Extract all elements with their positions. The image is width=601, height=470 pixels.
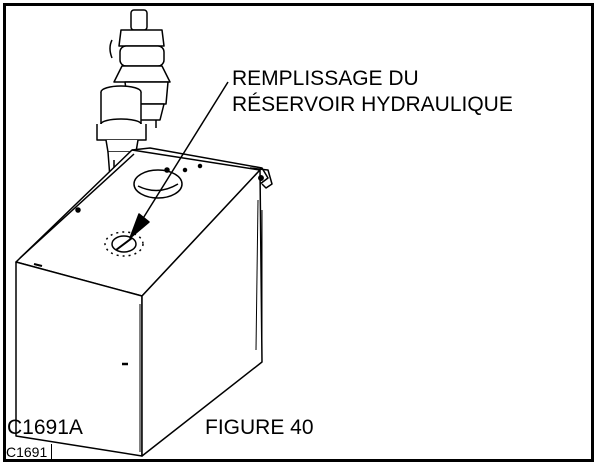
callout-label: REMPLISSAGE DU RÉSERVOIR HYDRAULIQUE <box>232 66 513 118</box>
callout-line-1: REMPLISSAGE DU <box>232 67 419 90</box>
filling-port <box>104 231 144 257</box>
figure-title: FIGURE 40 <box>205 416 314 439</box>
tank-body <box>15 147 273 457</box>
figure-id: C1691A <box>7 416 83 439</box>
callout-line-2: RÉSERVOIR HYDRAULIQUE <box>232 93 513 116</box>
callout-leader <box>129 81 229 239</box>
upper-filter-assembly <box>109 9 171 128</box>
drawing-id: C1691 <box>6 444 53 460</box>
